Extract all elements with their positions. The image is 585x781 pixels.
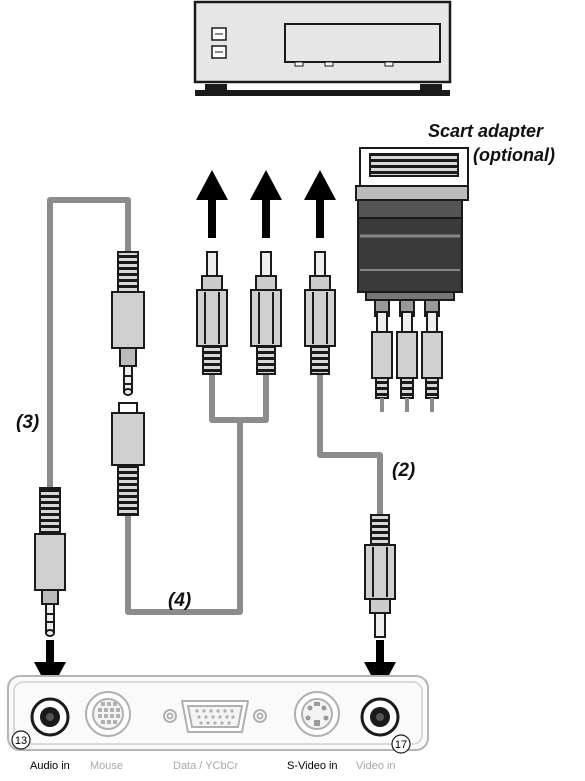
rca-plug-right (250, 251, 282, 375)
port-label-s-video-in: S-Video in (287, 760, 338, 772)
scart-cables (380, 398, 434, 412)
cable-label-4: (4) (168, 590, 192, 611)
scart-adapter (355, 147, 469, 327)
cable-label-3: (3) (16, 412, 40, 433)
video-in-port (360, 697, 400, 737)
scart-adapter-label-line2: (optional) (473, 145, 555, 165)
scart-adapter-label-line1: Scart adapter (428, 121, 544, 141)
rca-plug-left (196, 251, 228, 375)
up-arrows (196, 170, 336, 238)
port-label-audio-in: Audio in (30, 760, 70, 772)
port-number-17: 17 (391, 734, 411, 754)
data-ycbcr-port (163, 700, 267, 733)
port-label-video-in: Video in (356, 760, 396, 772)
jack-plug-upper (111, 251, 145, 396)
port-number-video: 17 (395, 739, 407, 751)
video-source-device (193, 0, 452, 96)
cable-lines (47, 197, 383, 615)
port-number-audio: 13 (15, 735, 27, 747)
rca-plug-video-in (364, 514, 396, 638)
scart-rca-plugs (371, 311, 443, 399)
s-video-port (294, 691, 340, 737)
port-label-data-ycbcr: Data / YCbCr (173, 760, 239, 772)
cable-label-2: (2) (392, 460, 416, 481)
rca-plug-video (304, 251, 336, 375)
adapter-socket (111, 402, 145, 516)
audio-in-port (30, 697, 70, 737)
mouse-port (85, 691, 131, 737)
port-label-mouse: Mouse (90, 760, 124, 772)
port-number-13: 13 (11, 730, 31, 750)
jack-plug-audio (34, 487, 66, 637)
